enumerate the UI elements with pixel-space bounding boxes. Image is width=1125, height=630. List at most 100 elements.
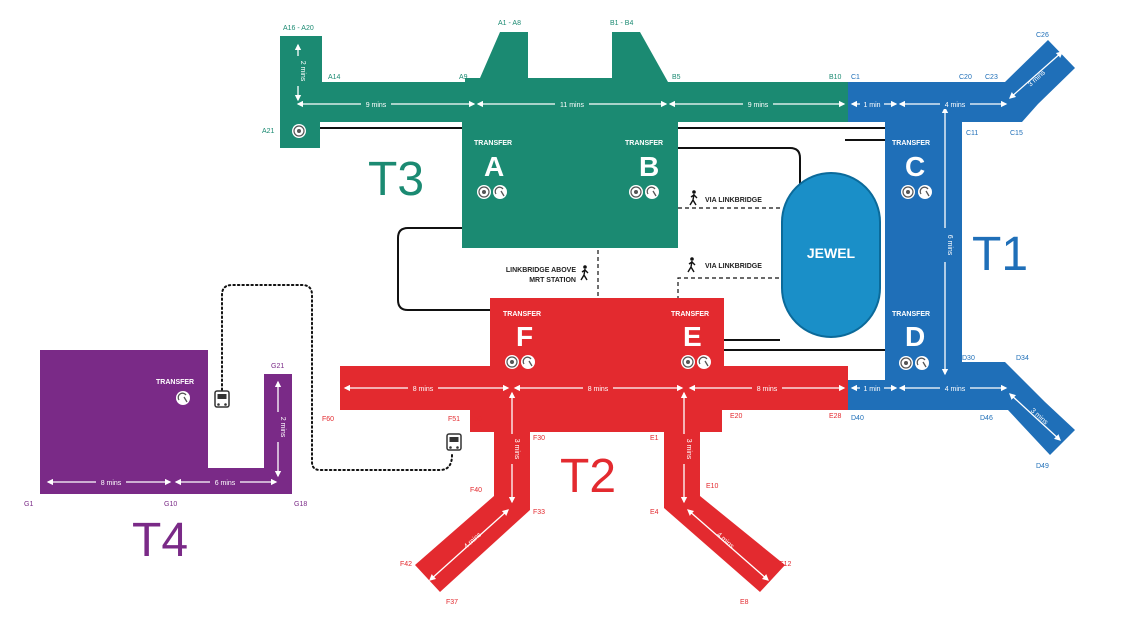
walk-time-t3-right: 9 mins <box>748 102 769 109</box>
gate-label: F42 <box>400 561 412 568</box>
note-via-linkbridge-bottom: VIA LINKBRIDGE <box>705 263 762 270</box>
gate-label: B10 <box>829 74 842 81</box>
immigration-icon <box>628 184 644 200</box>
gate-label: E12 <box>779 561 792 568</box>
transfer-d: TRANSFER D <box>892 311 930 371</box>
gate-label: C15 <box>1010 130 1023 137</box>
gate-label: A1 - A8 <box>498 20 521 27</box>
transfer-e-letter: E <box>683 321 702 352</box>
gate-label: F30 <box>533 435 545 442</box>
immigration-icon <box>900 184 916 200</box>
walk-time-t2-right: 8 mins <box>757 386 778 393</box>
baggage-icon <box>696 354 712 370</box>
terminal-1-shape <box>848 40 1075 455</box>
gate-label: F50 <box>470 416 482 423</box>
gate-label: C1 <box>851 74 860 81</box>
gate-label: F33 <box>533 509 545 516</box>
walk-time-t4-left: 8 mins <box>101 480 122 487</box>
immigration-icon <box>291 123 307 139</box>
walk-time-t4-right: 6 mins <box>215 480 236 487</box>
immigration-icon <box>680 354 696 370</box>
transfer-b-letter: B <box>639 151 659 182</box>
t4-shuttle-route <box>221 284 453 471</box>
terminal-4-label: T4 <box>132 514 188 567</box>
walk-time-t1-bottom: 4 mins <box>945 386 966 393</box>
gate-label: F60 <box>322 416 334 423</box>
gate-label: F40 <box>470 487 482 494</box>
walk-time-t3-mid: 11 mins <box>560 102 584 109</box>
transfer-b: TRANSFER B <box>625 140 663 200</box>
transfer-d-word: TRANSFER <box>892 311 930 318</box>
pedestrian-icon <box>580 264 589 281</box>
transfer-e-word: TRANSFER <box>671 311 709 318</box>
transfer-c: TRANSFER C <box>892 140 933 200</box>
shuttle-bus-icon <box>446 433 462 451</box>
walk-time-t2-f-down: 3 mins <box>513 439 520 460</box>
gate-label: A9 <box>459 74 468 81</box>
gate-label: C26 <box>1036 32 1049 39</box>
walk-time-t1-top-link: 1 min <box>863 102 880 109</box>
baggage-icon <box>914 355 930 371</box>
walk-time-t1-vertical: 6 mins <box>946 235 953 256</box>
terminal-4-shape <box>40 350 292 494</box>
gate-label: A21 <box>262 128 275 135</box>
pedestrian-icon <box>687 256 696 273</box>
terminal-3-label: T3 <box>368 153 424 206</box>
baggage-icon <box>644 184 660 200</box>
walk-time-t2-mid: 8 mins <box>588 386 609 393</box>
immigration-icon <box>898 355 914 371</box>
gate-label: D40 <box>851 415 864 422</box>
gate-label: B5 <box>672 74 681 81</box>
gate-label: G18 <box>294 501 307 508</box>
transfer-t4: TRANSFER <box>156 379 194 406</box>
gate-label: G1 <box>24 501 33 508</box>
baggage-icon <box>175 390 191 406</box>
jewel-label: JEWEL <box>807 245 856 261</box>
immigration-icon <box>504 354 520 370</box>
gate-label: E4 <box>650 509 659 516</box>
walk-time-t1-top: 4 mins <box>945 102 966 109</box>
gate-label: F37 <box>446 599 458 606</box>
pedestrian-icon <box>689 189 698 206</box>
walk-time-t3-left: 9 mins <box>366 102 387 109</box>
gate-label: D30 <box>962 355 975 362</box>
gate-label: E8 <box>740 599 749 606</box>
transfer-d-letter: D <box>905 321 925 352</box>
transfer-a: TRANSFER A <box>474 140 512 200</box>
transfer-f: TRANSFER F <box>503 311 541 370</box>
transfer-f-word: TRANSFER <box>503 311 541 318</box>
walk-time-t3-a-side: 2 mins <box>299 61 306 82</box>
immigration-icon <box>476 184 492 200</box>
linkbridge-dashes <box>597 207 780 300</box>
gate-label: C20 <box>959 74 972 81</box>
gate-label: D34 <box>1016 355 1029 362</box>
note-mrt-station: MRT STATION <box>529 277 576 284</box>
transfer-b-word: TRANSFER <box>625 140 663 147</box>
gate-label: C23 <box>985 74 998 81</box>
jewel-dome <box>781 172 881 338</box>
walk-time-t1-bottom-link: 1 min <box>863 386 880 393</box>
transfer-t4-word: TRANSFER <box>156 379 194 386</box>
terminal-3-shape <box>280 32 848 248</box>
shuttle-bus-icon <box>214 390 230 408</box>
gate-label: C11 <box>966 130 978 137</box>
note-linkbridge-above: LINKBRIDGE ABOVE <box>506 267 576 274</box>
gate-label: B1 - B4 <box>610 20 633 27</box>
terminal-2-label: T2 <box>560 450 616 503</box>
terminal-2-shape <box>340 298 848 592</box>
walk-time-t4-side: 2 mins <box>279 417 286 438</box>
gate-label: E1 <box>650 435 659 442</box>
walk-time-t2-e-down: 3 mins <box>685 439 692 460</box>
walk-time-t2-left: 8 mins <box>413 386 434 393</box>
gate-label: G21 <box>271 363 284 370</box>
gate-label: A14 <box>328 74 341 81</box>
baggage-icon <box>520 354 536 370</box>
gate-label: G10 <box>164 501 177 508</box>
transfer-f-letter: F <box>516 321 533 352</box>
transfer-a-letter: A <box>484 151 504 182</box>
gate-label: E10 <box>706 483 719 490</box>
transfer-a-word: TRANSFER <box>474 140 512 147</box>
gate-label: E28 <box>829 413 842 420</box>
transfer-e: TRANSFER E <box>671 311 712 370</box>
gate-label: D46 <box>980 415 993 422</box>
